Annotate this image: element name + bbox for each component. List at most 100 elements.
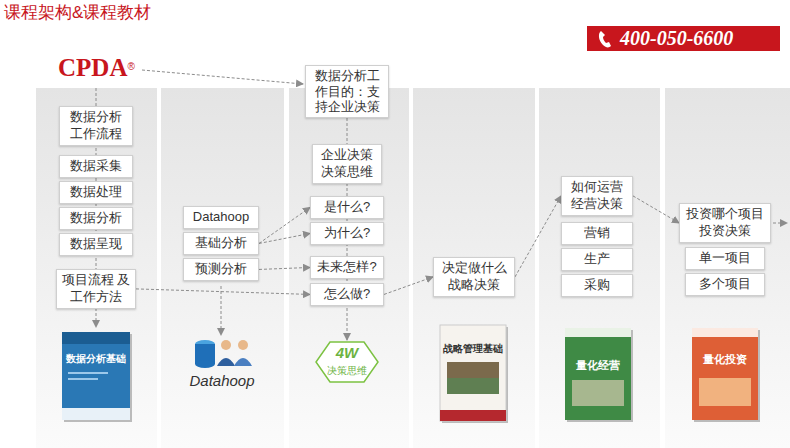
phone-banner — [587, 26, 780, 51]
column-band — [539, 88, 660, 448]
book-title: 量化经营 — [576, 358, 620, 373]
process-box: 多个项目 — [685, 273, 765, 296]
book-photo — [447, 378, 499, 394]
column-band — [413, 88, 535, 448]
book-photo — [572, 380, 624, 406]
process-box: 是什么? — [310, 196, 384, 219]
box-label: 生产 — [566, 251, 628, 268]
continue-arrow — [773, 223, 787, 224]
box-label: 为什么? — [315, 225, 379, 242]
process-box: 生产 — [561, 248, 633, 271]
column-band — [289, 88, 409, 448]
dashed-arrow — [515, 196, 561, 277]
box-label: 企业决策 决策思维 — [317, 147, 377, 181]
process-box: 营销 — [561, 222, 633, 245]
process-box: 决定做什么 战略决策 — [433, 257, 515, 297]
page-title: 课程架构&课程教材 — [4, 1, 151, 24]
process-box: 数据呈现 — [59, 233, 133, 256]
box-label: 决定做什么 战略决策 — [438, 260, 510, 294]
process-box: 如何运营 经营决策 — [561, 176, 633, 216]
book-title: 战略管理基础 — [443, 342, 503, 356]
db-bottom — [195, 360, 215, 368]
box-label: 如何运营 经营决策 — [566, 179, 628, 213]
column-band — [665, 88, 790, 448]
book-strip — [565, 328, 631, 337]
person-body — [234, 358, 252, 366]
dashed-arrow — [633, 196, 679, 223]
dashed-arrow — [259, 233, 310, 243]
process-box: 数据分析 工作流程 — [59, 106, 133, 146]
book-title: 数据分析基础 — [66, 352, 126, 366]
dashed-arrow — [259, 207, 310, 243]
guide-lines — [96, 70, 787, 340]
process-box: 未来怎样? — [310, 256, 384, 279]
process-box: 项目流程 及工作方法 — [56, 269, 136, 309]
logo-caption: Datahoop — [189, 372, 254, 389]
phone-icon — [599, 31, 611, 47]
book-cover — [440, 325, 506, 421]
banner-bar — [587, 26, 780, 51]
book-strip — [692, 328, 758, 337]
hexagon — [316, 342, 378, 382]
book-strip — [440, 410, 506, 421]
box-label: 数据分析 — [64, 210, 128, 227]
box-label: 怎么做? — [315, 286, 379, 303]
box-label: 数据分析 工作流程 — [64, 109, 128, 143]
column-line — [221, 286, 222, 335]
box-label: 是什么? — [315, 199, 379, 216]
column-band — [36, 88, 157, 448]
process-box: 数据采集 — [59, 155, 133, 178]
book-cover — [692, 328, 758, 420]
registered-mark: ® — [127, 61, 134, 72]
process-box: 为什么? — [310, 222, 384, 245]
book-photo — [699, 378, 751, 406]
box-label: 数据分析工作目的：支持企业决策 — [310, 68, 384, 115]
column-band — [161, 88, 284, 448]
process-box: 数据分析工作目的：支持企业决策 — [305, 65, 389, 118]
logo-caption: 决策思维 — [327, 364, 367, 378]
phone-number: 400-050-6600 — [620, 27, 733, 50]
process-box: 投资哪个项目 投资决策 — [679, 203, 771, 243]
book-strip — [62, 332, 130, 344]
book-title: 量化投资 — [703, 352, 747, 367]
box-label: 数据采集 — [64, 158, 128, 175]
datahoop-logo — [195, 340, 252, 368]
dashed-arrow — [136, 289, 310, 295]
process-box: 采购 — [561, 274, 633, 297]
book-cover — [565, 328, 631, 420]
process-box: 数据处理 — [59, 181, 133, 204]
book-cover — [62, 332, 130, 420]
person-head — [221, 340, 231, 350]
box-label: 多个项目 — [690, 276, 760, 293]
box-label: 项目流程 及工作方法 — [61, 272, 131, 306]
process-box: 预测分析 — [183, 258, 259, 281]
process-box: 企业决策 决策思维 — [312, 144, 382, 184]
box-label: 数据呈现 — [64, 236, 128, 253]
box-label: 数据处理 — [64, 184, 128, 201]
book-data — [62, 332, 132, 422]
logo-mark: 4W — [336, 344, 359, 361]
box-label: 单一项目 — [690, 250, 760, 267]
book-investment — [692, 328, 760, 422]
process-box: Datahoop — [183, 206, 259, 229]
person-head — [238, 340, 248, 350]
four-w-logo — [316, 342, 378, 382]
process-box: 数据分析 — [59, 207, 133, 230]
box-label: 采购 — [566, 277, 628, 294]
process-box: 单一项目 — [685, 247, 765, 270]
column-bands — [36, 88, 790, 448]
box-label: 投资哪个项目 投资决策 — [684, 206, 766, 240]
process-box: 基础分析 — [183, 232, 259, 255]
process-box: 怎么做? — [310, 283, 384, 306]
logo-arrow — [142, 70, 303, 84]
book-line — [68, 378, 98, 380]
book-operation — [565, 328, 633, 422]
book-photo — [447, 362, 499, 394]
person-body — [217, 358, 235, 366]
box-label: 营销 — [566, 225, 628, 242]
box-label: 未来怎样? — [315, 259, 379, 276]
logo: CPDA® — [58, 54, 135, 82]
book-strip — [62, 408, 130, 420]
book-strategy — [440, 325, 508, 423]
logo-text: CPDA — [58, 54, 127, 81]
